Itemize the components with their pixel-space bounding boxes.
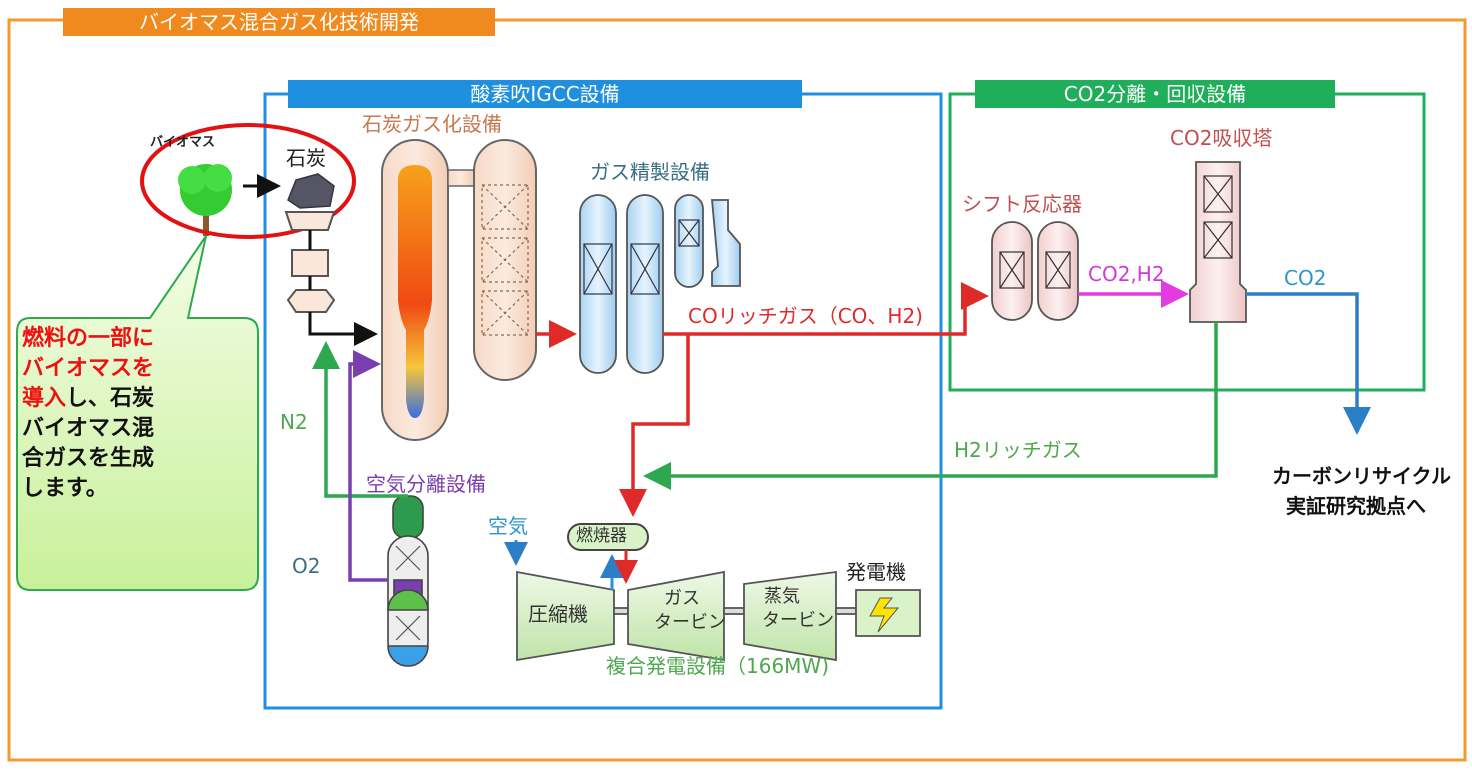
combustor-box [567, 523, 649, 551]
coal-hopper [284, 211, 336, 313]
co2-absorber-label: CO2吸収塔 [1170, 126, 1273, 150]
page-title: バイオマス混合ガス化技術開発 [139, 10, 419, 34]
shift-reactor-label: シフト反応器 [962, 192, 1082, 216]
o2-label: O2 [292, 554, 321, 578]
coal-feed-line [308, 230, 372, 334]
steam-turbine-label-2: タービン [762, 610, 834, 631]
h2-rich-gas-label: H2リッチガス [954, 438, 1082, 462]
coal-icon [287, 173, 335, 209]
syngas-to-combustor [619, 334, 690, 517]
carbon-recycle-label-2: 実証研究拠点へ [1286, 494, 1426, 518]
lightning-icon [869, 597, 900, 633]
n2-label: N2 [280, 410, 308, 434]
shift-reactors [991, 221, 1079, 321]
igcc-banner [288, 80, 802, 108]
o2-line [348, 350, 388, 582]
h2-return-line [643, 322, 1218, 490]
callout-line-3b: し、石炭 [66, 386, 155, 411]
title-banner [63, 8, 495, 36]
compressor-label: 圧縮機 [528, 602, 588, 626]
gasifier-label: 石炭ガス化設備 [362, 112, 502, 136]
turbine-train [516, 570, 921, 662]
co2-label: CO2 [1284, 266, 1327, 290]
steam-turbine-label-1: 蒸気 [764, 586, 800, 607]
callout-line-1: 燃料の一部に [22, 326, 155, 351]
n2-line [312, 341, 408, 498]
outer-frame [7, 18, 1467, 762]
callout-text: 燃料の一部に バイオマスを 導入し、石炭 バイオマス混 合ガスを生成 します。 [22, 324, 222, 504]
coal-label: 石炭 [286, 146, 326, 170]
air-label: 空気 [488, 514, 528, 538]
co-rich-gas-label: COリッチガス（CO、H2) [688, 304, 923, 328]
callout-balloon [16, 235, 259, 591]
callout-line-2: バイオマスを [22, 356, 155, 381]
biomass-label: バイオマス [150, 135, 216, 150]
air-separation-unit [387, 495, 429, 667]
gas-cleanup-label: ガス精製設備 [590, 160, 710, 184]
callout-line-6: します。 [22, 476, 108, 501]
air-separation-label: 空気分離設備 [366, 472, 486, 496]
callout-line-4: バイオマス混 [22, 416, 155, 441]
generator-label: 発電機 [846, 560, 906, 584]
callout-line-5: 合ガスを生成 [22, 446, 155, 471]
co2-out-line [1246, 292, 1371, 435]
gas-cleanup-vessels [579, 194, 741, 374]
combined-cycle-label: 複合発電設備（166MW) [606, 654, 830, 678]
gas-turbine-label-2: タービン [654, 612, 726, 633]
igcc-title: 酸素吹IGCC設備 [470, 82, 620, 106]
gasifier-vessel [381, 139, 537, 441]
co2-absorber [1189, 161, 1247, 323]
highlight-ellipse [140, 123, 356, 239]
combustor-label: 燃焼器 [576, 526, 627, 546]
callout-line-3a: 導入 [22, 386, 67, 411]
co2-h2-label: CO2,H2 [1088, 262, 1165, 286]
gas-turbine-label-1: ガス [664, 588, 700, 609]
co2-banner [975, 80, 1335, 108]
tree-icon [178, 164, 232, 236]
carbon-recycle-label-1: カーボンリサイクル [1272, 464, 1451, 488]
co2-title: CO2分離・回収設備 [1063, 82, 1247, 106]
syngas-line-2 [663, 282, 989, 336]
